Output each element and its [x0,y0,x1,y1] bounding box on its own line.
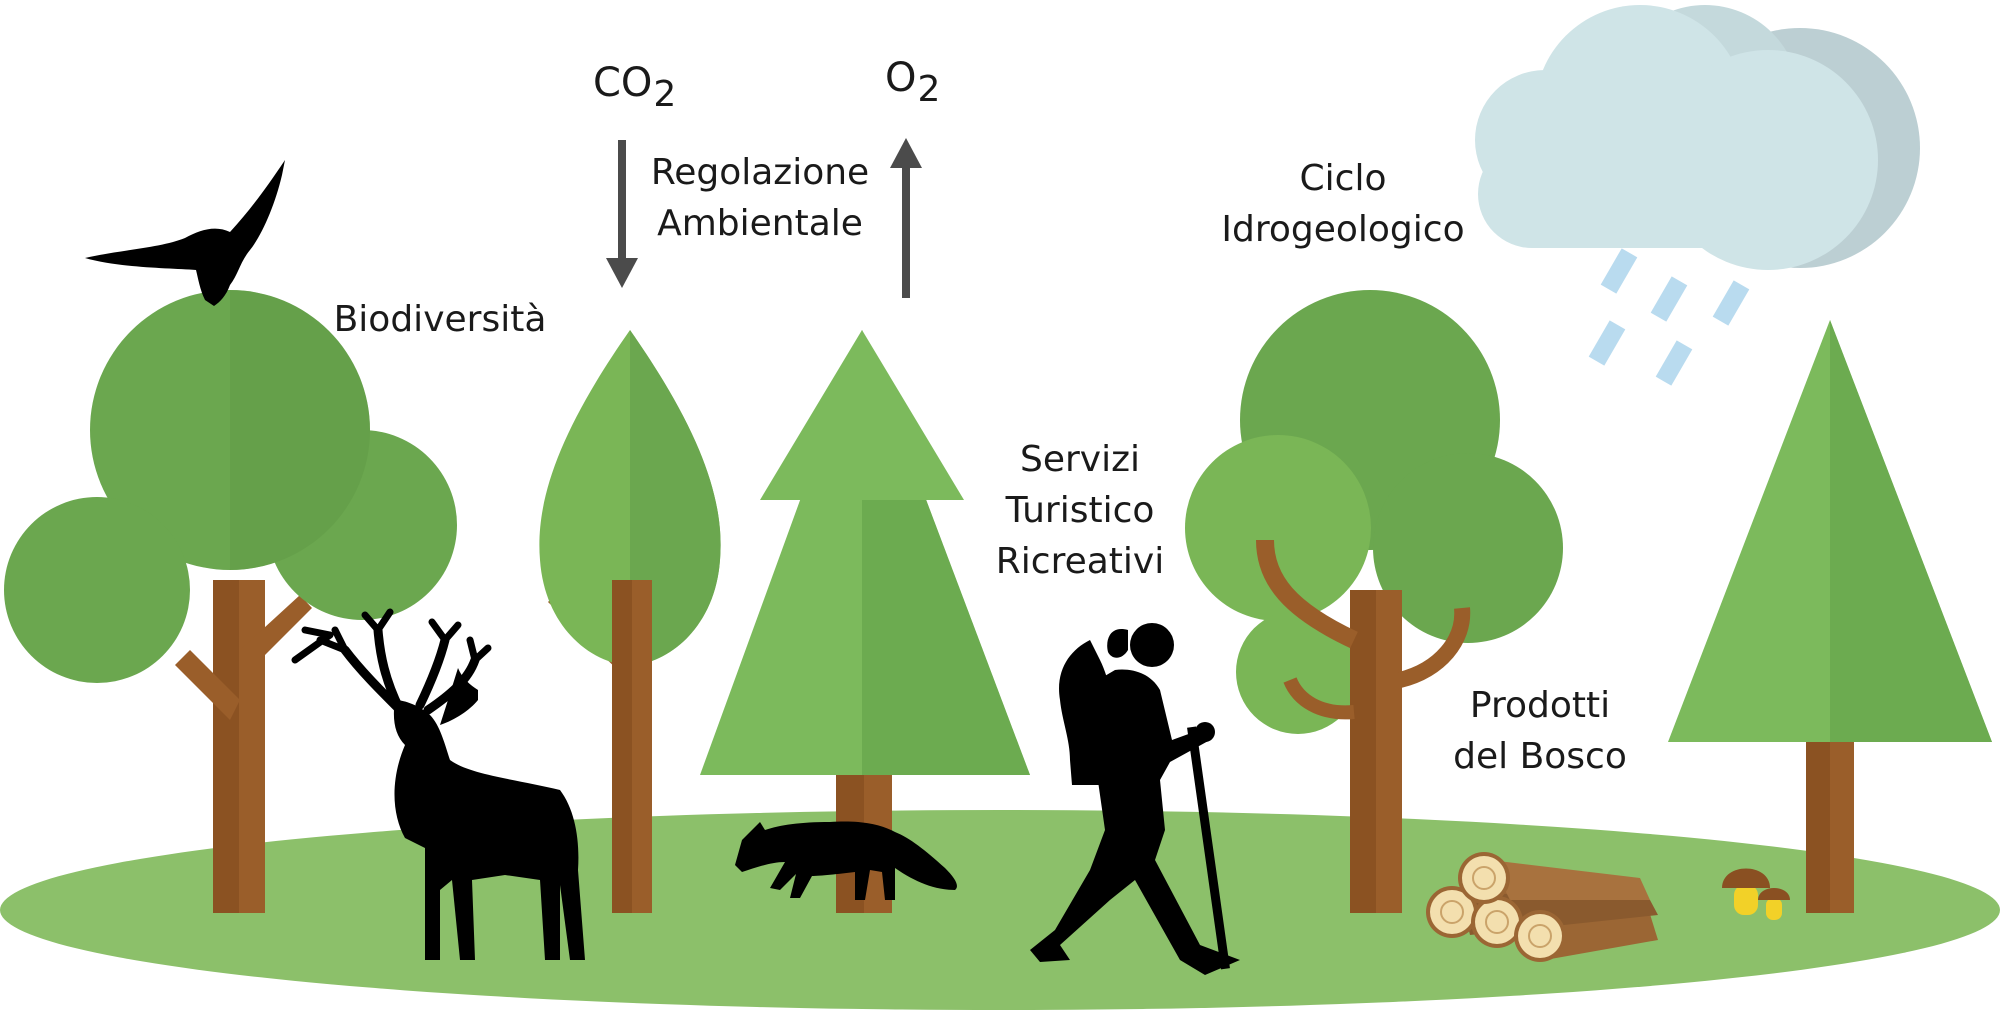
prodotti-del-bosco-label: Prodotti del Bosco [1453,685,1627,777]
deciduous-tree-right [1185,290,1563,913]
raindrop [1600,248,1638,294]
wood-logs-icon [1426,852,1658,962]
conifer-tree-right [1668,320,1992,913]
co2-label: CO2 [593,60,677,115]
regolazione-ambientale-label: Regolazione Ambientale [650,152,870,244]
deciduous-tree-left [4,290,457,913]
fox-silhouette-icon [735,821,957,900]
bird-silhouette-icon [85,160,285,306]
raindrop [1712,280,1750,326]
conifer-tree-center [700,330,1030,913]
hiker-silhouette-icon [1030,623,1240,975]
o2-up-arrow [890,138,922,298]
poplar-tree [539,330,721,913]
ciclo-idrogeologico-label: Ciclo Idrogeologico [1221,158,1465,250]
mushroom-icon [1722,868,1790,920]
co2-down-arrow [606,140,638,288]
raindrop [1650,276,1688,322]
deer-silhouette-icon [291,608,585,960]
raindrop [1655,340,1693,386]
servizi-turistico-ricreativi-label: Servizi Turistico Ricreativi [995,439,1165,582]
ground-meadow [0,810,2000,1010]
o2-label: O2 [885,55,941,110]
raindrop [1588,320,1626,366]
rain-cloud-icon [1475,5,1920,386]
biodiversita-label: Biodiversità [333,299,547,340]
